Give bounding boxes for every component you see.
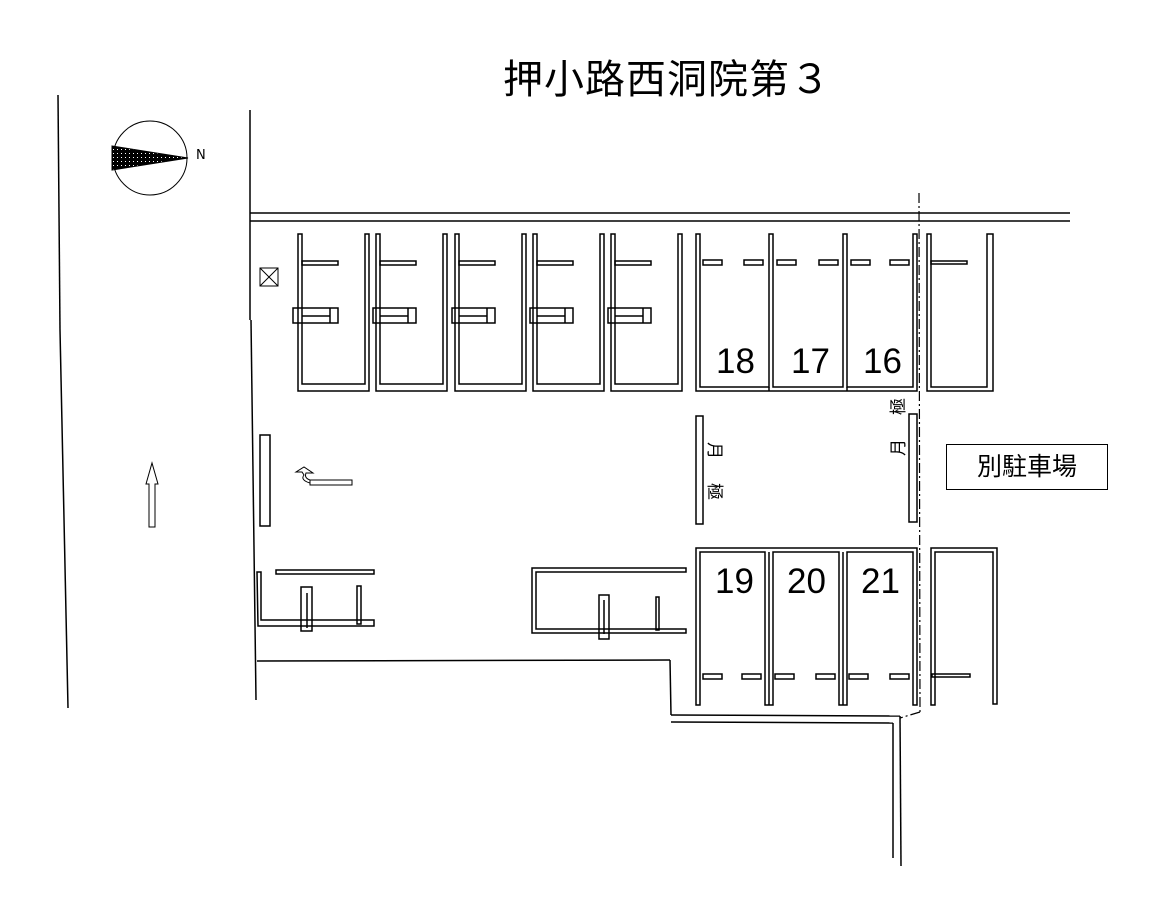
street-left-boundary xyxy=(57,94,69,709)
lot-boundary xyxy=(249,110,1070,867)
left-bar xyxy=(259,434,271,527)
monthly-label-right: 月極 xyxy=(889,374,909,456)
bottom-left-structure xyxy=(256,569,375,632)
u-turn-arrow-icon xyxy=(294,466,353,486)
separate-parking-lot-label: 別駐車場 xyxy=(946,444,1108,490)
compass-icon xyxy=(111,120,189,196)
space-20: 20 xyxy=(787,562,826,601)
space-18: 18 xyxy=(716,342,755,381)
bottom-numbered-bays xyxy=(695,547,918,706)
space-21: 21 xyxy=(861,562,900,601)
space-17: 17 xyxy=(791,342,830,381)
top-numbered-bays xyxy=(695,233,918,392)
monthly-label-left: 月極 xyxy=(704,442,724,524)
top-right-bay xyxy=(926,233,994,392)
up-arrow-icon xyxy=(145,461,159,528)
space-16: 16 xyxy=(863,342,902,381)
space-19: 19 xyxy=(715,562,754,601)
top-row-bays xyxy=(292,233,683,392)
property-dashdot-line xyxy=(899,192,921,719)
monthly-bar-right xyxy=(908,413,918,523)
north-label: N xyxy=(196,148,206,163)
bottom-right-bay xyxy=(930,547,998,706)
monthly-bar-left xyxy=(695,415,704,525)
bottom-middle-structure xyxy=(531,567,687,640)
page-title: 押小路西洞院第３ xyxy=(503,57,831,103)
x-box-icon xyxy=(259,267,279,287)
space-numbers: 18 17 16 19 20 21 xyxy=(715,342,902,601)
